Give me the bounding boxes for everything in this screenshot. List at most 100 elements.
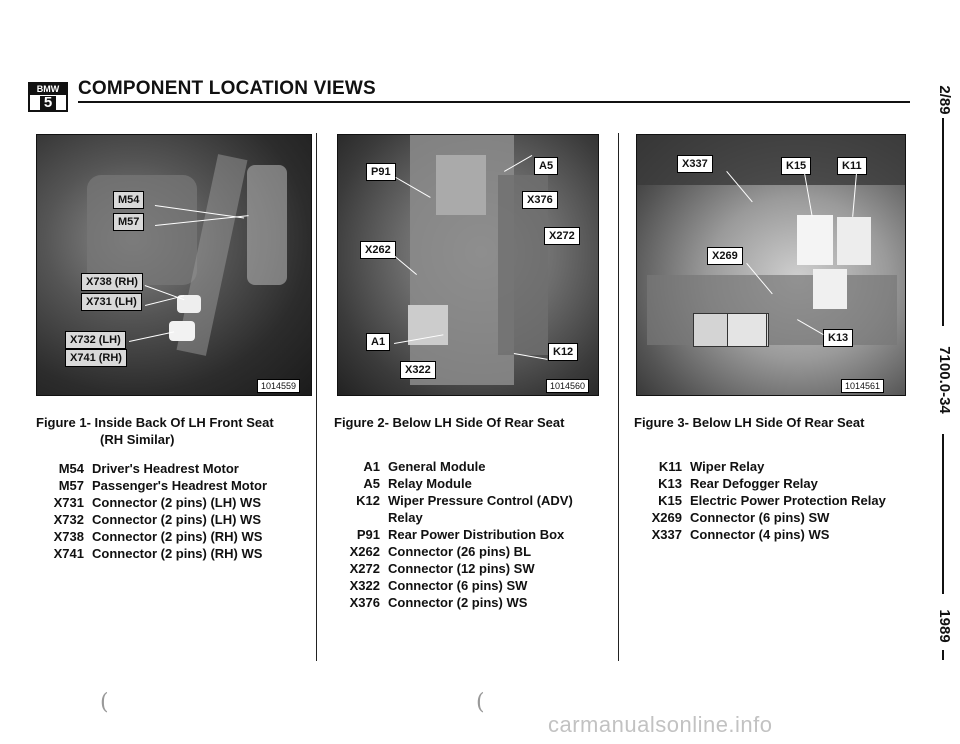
legend-code: P91: [356, 527, 380, 542]
figure-3-photo: X337 K15 K11 X269 K13 1014561: [636, 134, 906, 396]
legend-description: Driver's Headrest Motor: [92, 461, 239, 476]
legend-code: X731: [53, 495, 84, 510]
legend-code: X269: [651, 510, 682, 525]
legend-code: K11: [658, 459, 682, 474]
bmw-logo: BMW 5: [28, 82, 68, 112]
figure-2-photo: P91 A5 X376 X272 X262 A1 K12 X322 101456…: [337, 134, 599, 396]
photo-id-1: 1014559: [257, 379, 301, 393]
legend-description: Relay Module: [388, 476, 472, 491]
legend-row: X272 Connector (12 pins) SW: [340, 560, 614, 577]
figure-1-subtitle: (RH Similar): [100, 432, 175, 447]
legend-code: K15: [658, 493, 682, 508]
figure-1-caption: Figure 1- Inside Back Of LH Front Seat (…: [36, 414, 312, 448]
figure-2-caption: Figure 2- Below LH Side Of Rear Seat: [334, 414, 614, 431]
legend-description: Connector (2 pins) (RH) WS: [92, 546, 263, 561]
legend-row: K13 Rear Defogger Relay: [642, 475, 918, 492]
legend-description: Connector (12 pins) SW: [388, 561, 535, 576]
photo-id-2: 1014560: [546, 379, 590, 393]
legend-code: [340, 509, 388, 526]
legend-description: Connector (2 pins) (LH) WS: [92, 495, 261, 510]
callout-k13: K13: [823, 329, 854, 347]
legend-row: Relay: [340, 509, 614, 526]
legend-code: K13: [658, 476, 682, 491]
figure-1-photo: M54 M57 X738 (RH) X731 (LH) X732 (LH) X7…: [36, 134, 312, 396]
legend-row: X731 Connector (2 pins) (LH) WS: [46, 494, 316, 511]
side-year: 1989: [936, 609, 953, 643]
callout-x376: X376: [522, 191, 558, 209]
page-title: COMPONENT LOCATION VIEWS: [78, 78, 376, 99]
legend-description: Relay: [388, 510, 423, 525]
legend-description: Wiper Pressure Control (ADV): [388, 493, 573, 508]
legend-code: X732: [53, 512, 84, 527]
legend-code: X272: [349, 561, 380, 576]
legend-row: P91 Rear Power Distribution Box: [340, 526, 614, 543]
legend-code: X376: [349, 595, 380, 610]
watermark: carmanualsonline.info: [548, 712, 773, 737]
callout-x741: X741 (RH): [65, 349, 127, 367]
legend-row: X262 Connector (26 pins) BL: [340, 543, 614, 560]
callout-x322: X322: [400, 361, 436, 379]
callout-x262: X262: [360, 241, 396, 259]
side-rule-top: [942, 118, 944, 326]
legend-row: A5 Relay Module: [340, 475, 614, 492]
legend-code: X337: [651, 527, 682, 542]
legend-row: X269 Connector (6 pins) SW: [642, 509, 918, 526]
legend-code: X738: [53, 529, 84, 544]
legend-description: Connector (26 pins) BL: [388, 544, 532, 559]
legend-row: X376 Connector (2 pins) WS: [340, 594, 614, 611]
photo-id-3: 1014561: [841, 379, 885, 393]
figure-1-title: Inside Back Of LH Front Seat: [94, 415, 274, 430]
legend-code: K12: [356, 493, 380, 508]
side-rule-middle: [942, 434, 944, 594]
legend-description: Rear Power Distribution Box: [388, 527, 565, 542]
legend-code: X322: [349, 578, 380, 593]
scan-mark-left: (: [100, 690, 109, 715]
column-divider-1: [316, 133, 317, 661]
callout-x269: X269: [707, 247, 743, 265]
legend-description: Rear Defogger Relay: [690, 476, 818, 491]
title-rule: [78, 101, 910, 103]
legend-code: X262: [349, 544, 380, 559]
callout-x738: X738 (RH): [81, 273, 143, 291]
figure-2-title: Below LH Side Of Rear Seat: [392, 415, 565, 430]
legend-description: Connector (4 pins) WS: [690, 527, 830, 542]
side-rule-bottom: [942, 650, 944, 660]
figure-1-label: Figure 1-: [36, 415, 91, 430]
legend-row: K12 Wiper Pressure Control (ADV): [340, 492, 614, 509]
legend-code: M57: [58, 478, 84, 493]
callout-a5: A5: [534, 157, 559, 175]
callout-k12: K12: [548, 343, 579, 361]
callout-a1: A1: [366, 333, 391, 351]
legend-description: Connector (6 pins) SW: [690, 510, 830, 525]
callout-x732: X732 (LH): [65, 331, 126, 349]
figure-3-title: Below LH Side Of Rear Seat: [692, 415, 865, 430]
legend-code: X741: [53, 546, 84, 561]
callout-x337: X337: [677, 155, 713, 173]
side-date: 2/89: [936, 85, 953, 115]
figure-3-label: Figure 3-: [634, 415, 689, 430]
legend-description: Connector (2 pins) WS: [388, 595, 528, 610]
legend-row: A1 General Module: [340, 458, 614, 475]
series-number: 5: [39, 95, 57, 110]
figure-2-label: Figure 2-: [334, 415, 389, 430]
legend-code: A1: [363, 459, 380, 474]
callout-x272: X272: [544, 227, 580, 245]
callout-m54: M54: [113, 191, 145, 209]
callout-x731: X731 (LH): [81, 293, 142, 311]
column-divider-2: [618, 133, 619, 661]
callout-k11: K11: [837, 157, 867, 175]
legend-description: General Module: [388, 459, 486, 474]
figure-3-caption: Figure 3- Below LH Side Of Rear Seat: [634, 414, 914, 431]
callout-p91: P91: [366, 163, 396, 181]
legend-row: X337 Connector (4 pins) WS: [642, 526, 918, 543]
legend-code: A5: [363, 476, 380, 491]
